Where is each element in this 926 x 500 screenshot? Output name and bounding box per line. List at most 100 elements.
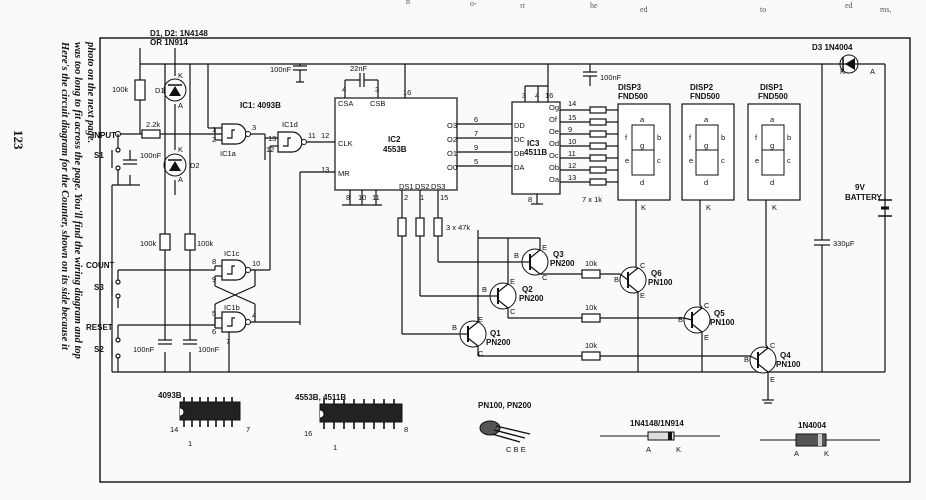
package-4093b-pins	[183, 397, 233, 427]
svg-text:MR: MR	[338, 169, 350, 178]
svg-text:FND500: FND500	[618, 92, 648, 101]
transistor-q1	[458, 320, 487, 348]
svg-text:Oc: Oc	[549, 151, 559, 160]
svg-text:K: K	[676, 445, 681, 454]
svg-text:2.2k: 2.2k	[146, 120, 160, 129]
pkg-power-diode-label: 1N4004	[798, 421, 827, 430]
svg-text:A: A	[178, 175, 183, 184]
svg-text:e: e	[625, 156, 629, 165]
svg-text:o-: o-	[470, 0, 477, 8]
d1d2-alt-label: OR 1N914	[150, 38, 188, 47]
svg-text:IC3: IC3	[527, 139, 540, 148]
package-4553b-pins	[323, 399, 395, 429]
svg-text:DA: DA	[514, 163, 524, 172]
svg-text:FND500: FND500	[690, 92, 720, 101]
svg-text:Q3: Q3	[553, 250, 564, 259]
svg-text:B: B	[514, 251, 519, 260]
svg-text:B: B	[482, 285, 487, 294]
ic3-chip	[511, 101, 561, 195]
svg-text:f: f	[689, 133, 692, 142]
pkg-transistor-label: PN100, PN200	[478, 401, 532, 410]
svg-text:100nF: 100nF	[198, 345, 220, 354]
svg-text:K: K	[840, 67, 845, 76]
display-disp2	[681, 103, 735, 201]
svg-text:Q5: Q5	[714, 309, 725, 318]
svg-text:A: A	[178, 101, 183, 110]
svg-text:c: c	[787, 156, 791, 165]
facing-page-text: n o- ιτ he ed to ed ms,	[406, 0, 891, 14]
svg-text:1: 1	[333, 443, 337, 452]
switch-s2	[111, 325, 121, 372]
diode-d3	[839, 54, 859, 74]
svg-text:DISP3: DISP3	[618, 83, 642, 92]
switch-s3	[111, 270, 121, 308]
svg-text:DB: DB	[514, 149, 524, 158]
svg-text:9: 9	[568, 125, 572, 134]
svg-text:E: E	[542, 243, 547, 252]
d1d2-label: D1, D2: 1N4148	[150, 29, 208, 38]
switch-s2-label: S2	[94, 345, 104, 354]
svg-text:IC1a: IC1a	[220, 149, 237, 158]
ic2-chip	[334, 97, 458, 191]
svg-text:O3: O3	[447, 121, 457, 130]
resistor-47k-2	[415, 217, 425, 237]
resistor-100k-input	[134, 79, 146, 101]
svg-text:ed: ed	[845, 1, 853, 10]
caption-line-3: photo on the next page.	[85, 41, 96, 143]
resistor-10k-q4	[581, 351, 601, 361]
svg-text:Q6: Q6	[651, 269, 662, 278]
svg-text:C: C	[640, 261, 646, 270]
capacitor-330uf	[814, 64, 830, 372]
svg-text:b: b	[657, 133, 661, 142]
pkg-signal-diode-label: 1N4148/1N914	[630, 419, 684, 428]
svg-text:B: B	[452, 323, 457, 332]
package-to92	[479, 420, 531, 443]
package-signal-diode	[600, 431, 720, 441]
svg-text:5: 5	[212, 309, 216, 318]
svg-text:n: n	[406, 0, 410, 6]
svg-text:16: 16	[545, 91, 553, 100]
svg-text:Of: Of	[549, 115, 558, 124]
svg-text:Od: Od	[549, 139, 559, 148]
svg-text:Og: Og	[549, 103, 559, 112]
svg-text:CLK: CLK	[338, 139, 353, 148]
svg-text:E: E	[770, 375, 775, 384]
svg-text:a: a	[640, 115, 645, 124]
svg-text:22nF: 22nF	[350, 64, 368, 73]
svg-text:11: 11	[308, 131, 316, 140]
d3-label: D3 1N4004	[812, 43, 853, 52]
input-wiring	[111, 48, 222, 372]
svg-text:D1: D1	[155, 86, 165, 95]
svg-text:CSA: CSA	[338, 99, 353, 108]
svg-text:C: C	[478, 349, 484, 358]
resistor-10k-q6	[581, 269, 601, 279]
svg-text:g: g	[770, 141, 774, 150]
svg-text:C: C	[542, 273, 548, 282]
svg-text:E: E	[640, 291, 645, 300]
svg-text:C: C	[770, 341, 776, 350]
svg-text:100k: 100k	[112, 85, 129, 94]
switch-s1	[111, 134, 121, 185]
svg-text:DISP1: DISP1	[760, 83, 784, 92]
package-power-diode	[760, 433, 880, 447]
svg-text:11: 11	[568, 149, 576, 158]
svg-text:IC1c: IC1c	[224, 249, 240, 258]
svg-text:a: a	[704, 115, 709, 124]
svg-text:he: he	[590, 1, 598, 10]
svg-text:A: A	[646, 445, 651, 454]
svg-text:10: 10	[252, 259, 260, 268]
svg-text:PN100: PN100	[710, 318, 735, 327]
capacitor-100nf-reset	[183, 339, 197, 345]
svg-text:g: g	[704, 141, 708, 150]
svg-text:f: f	[625, 133, 628, 142]
switch-s1-label: S1	[94, 151, 104, 160]
svg-text:10: 10	[568, 137, 576, 146]
svg-text:Q2: Q2	[522, 285, 533, 294]
svg-text:b: b	[721, 133, 725, 142]
pkg-4553b-label: 4553B, 4511B	[295, 393, 346, 402]
svg-text:1: 1	[420, 193, 424, 202]
svg-text:DISP2: DISP2	[690, 83, 714, 92]
svg-text:Oe: Oe	[549, 127, 559, 136]
svg-text:13: 13	[321, 165, 329, 174]
